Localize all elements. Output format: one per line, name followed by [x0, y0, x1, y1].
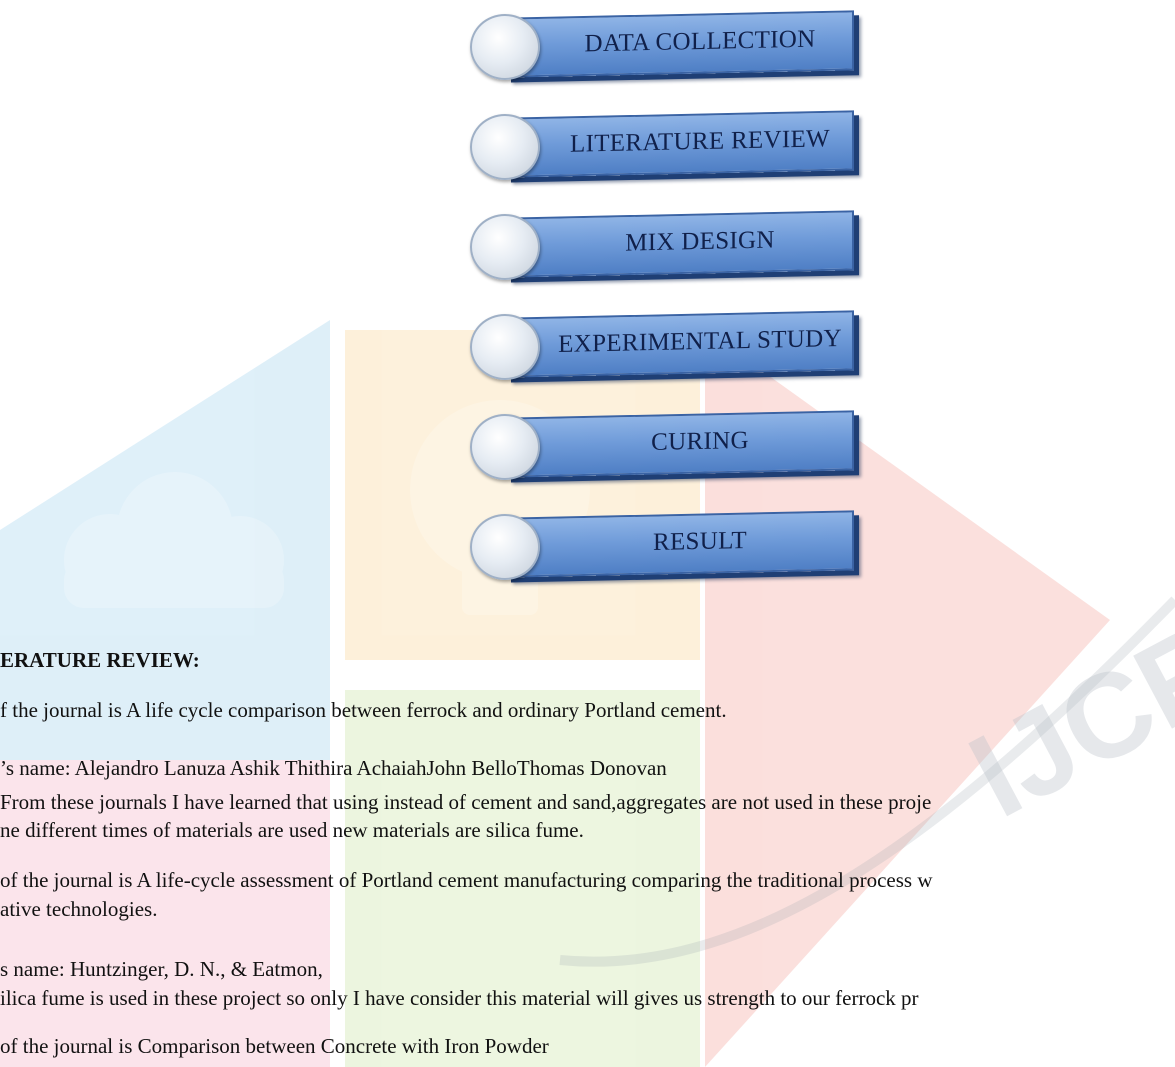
summary-1-line-2: ne different times of materials are used…: [0, 818, 584, 842]
journal-title-2-line-1: of the journal is A life-cycle assessmen…: [0, 868, 933, 892]
flow-step-literature-review: LITERATURE REVIEW: [470, 106, 890, 180]
flow-step-circle-icon: [470, 314, 540, 380]
authors-1: ’s name: Alejandro Lanuza Ashik Thithira…: [0, 756, 667, 780]
flow-step-circle-icon: [470, 114, 540, 180]
flow-step-result: RESULT: [470, 506, 890, 580]
flow-step-experimental-study: EXPERIMENTAL STUDY: [470, 306, 890, 380]
flow-step-circle-icon: [470, 514, 540, 580]
watermark-blue-panel: [0, 320, 330, 1067]
flow-step-mix-design: MIX DESIGN: [470, 206, 890, 280]
summary-2: ilica fume is used in these project so o…: [0, 986, 919, 1010]
journal-title-3: of the journal is Comparison between Con…: [0, 1034, 549, 1058]
flow-step-circle-icon: [470, 14, 540, 80]
journal-title-1: f the journal is A life cycle comparison…: [0, 698, 727, 722]
flow-step-circle-icon: [470, 214, 540, 280]
flow-step-curing: CURING: [470, 406, 890, 480]
authors-2: s name: Huntzinger, D. N., & Eatmon,: [0, 957, 323, 981]
cloud-icon: [64, 472, 284, 608]
watermark-orange-panel: [345, 330, 700, 660]
journal-title-2-line-2: ative technologies.: [0, 897, 158, 921]
flow-step-data-collection: DATA COLLECTION: [470, 6, 890, 80]
flow-step-circle-icon: [470, 414, 540, 480]
watermark-text: IJCRT: [949, 562, 1175, 843]
summary-1-line-1: From these journals I have learned that …: [0, 790, 932, 814]
section-heading: ERATURE REVIEW:: [0, 648, 200, 672]
